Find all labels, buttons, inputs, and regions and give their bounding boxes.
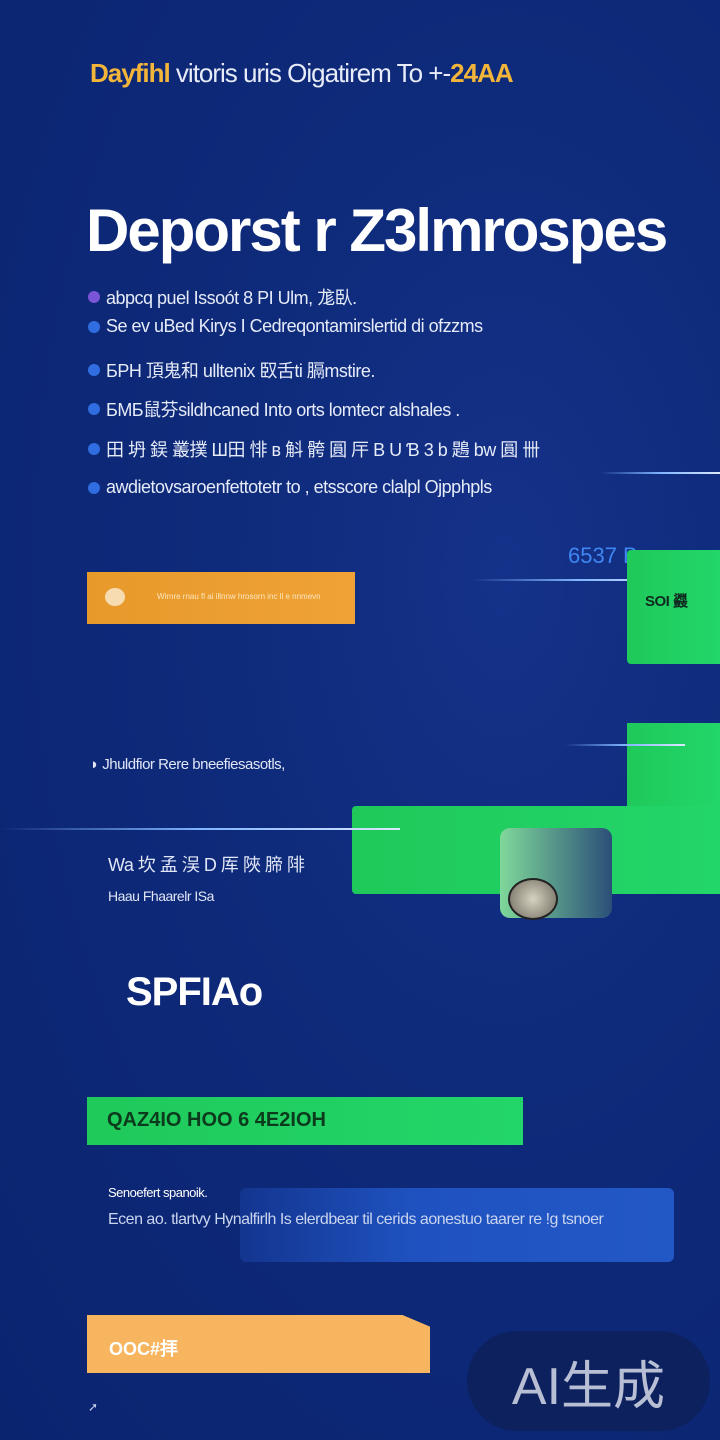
- list-item-text: abpcq puel Issoót 8 PI Ulm, 尨臥.: [106, 288, 357, 308]
- info-panel: [240, 1188, 674, 1262]
- cursor-icon: ➚: [88, 1400, 99, 1414]
- list-item: abpcq puel Issoót 8 PI Ulm, 尨臥.: [88, 284, 357, 310]
- camera-lens-icon: [508, 878, 558, 920]
- list-item-text: 田 坍 鋘 叢撲 Ш田 悱 в 斛 骻 圓 厈 B U Ɓ 3 b 鶗 bw 圓…: [106, 440, 540, 460]
- ai-generated-watermark: AI生成: [467, 1331, 710, 1431]
- list-item: awdietovsaroenfettotetr to , etsscore cl…: [88, 477, 492, 498]
- promo-text: Wirnre rnau fl ai illnnw hrosorn inc ll …: [157, 592, 321, 601]
- info-title: Senoefert spanoik.: [108, 1185, 208, 1200]
- bullet-icon: [88, 320, 100, 333]
- cta-green-label: QAZ4IO HOO 6 4E2IOH: [107, 1109, 326, 1131]
- list-item: 田 坍 鋘 叢撲 Ш田 悱 в 斛 骻 圓 厈 B U Ɓ 3 b 鶗 bw 圓…: [88, 436, 540, 462]
- divider-line: [0, 828, 400, 830]
- section-note-text: Jhuldfior Rere bneefiesasotls,: [102, 756, 285, 773]
- list-item: БМБ鼠芬sildhcaned Into orts lomtecr alshal…: [88, 396, 460, 422]
- bullet-icon: [88, 443, 100, 455]
- list-item-text: БРН 頂鬼和 ulltenix 臤舌ti 膈mstire.: [106, 361, 375, 381]
- page-title: Deporst r Z3lmrospes: [86, 197, 668, 264]
- list-item-text: awdietovsaroenfettotetr to , etsscore cl…: [106, 477, 492, 497]
- list-item: БРН 頂鬼和 ulltenix 臤舌ti 膈mstire.: [88, 357, 375, 383]
- divider-line: [600, 472, 720, 474]
- divider-line: [472, 579, 682, 581]
- info-body: Ecen ao. tlartvy Hynalfirlh Is elerdbear…: [108, 1211, 604, 1228]
- section-heading: Wa 坎 孟 洖 D 厍 陜 腣 陫: [108, 855, 305, 875]
- section-subheading: Haau Fhaarelr ISa: [108, 888, 214, 904]
- bullet-icon: [88, 403, 100, 415]
- header-code: 24AA: [450, 58, 513, 88]
- section-note: ◗ Jhuldfior Rere bneefiesasotls,: [90, 756, 285, 773]
- promo-banner[interactable]: Wirnre rnau fl ai illnnw hrosorn inc ll …: [87, 572, 355, 624]
- green-card[interactable]: SOI 鼝: [627, 550, 720, 664]
- list-item: Se ev uBed Kirys I Cedreqontamirslertid …: [88, 316, 483, 337]
- cta-green-button[interactable]: QAZ4IO HOO 6 4E2IOH: [87, 1097, 523, 1145]
- list-item-text: БМБ鼠芬sildhcaned Into orts lomtecr alshal…: [106, 400, 460, 420]
- list-item-text: Se ev uBed Kirys I Cedreqontamirslertid …: [106, 316, 483, 336]
- brand-name: Dayfihl: [90, 58, 171, 88]
- brand-logo: SPFIAo: [126, 970, 263, 1014]
- header-line: Dayfihl vitoris uris Oigatirem To +-24AA: [90, 58, 514, 89]
- bullet-icon: [88, 291, 100, 303]
- header-tagline: vitoris uris Oigatirem To +-: [169, 58, 451, 88]
- promo-icon: [105, 588, 125, 606]
- green-card-label: SOI 鼝: [645, 593, 688, 610]
- stat-value: 6537 B: [568, 543, 638, 568]
- divider-line: [565, 744, 685, 746]
- bullet-icon: [88, 481, 100, 494]
- bullet-icon: [88, 364, 100, 376]
- cta-orange-button[interactable]: OOC#拝: [87, 1315, 430, 1373]
- cta-orange-label: OOC#拝: [109, 1339, 179, 1359]
